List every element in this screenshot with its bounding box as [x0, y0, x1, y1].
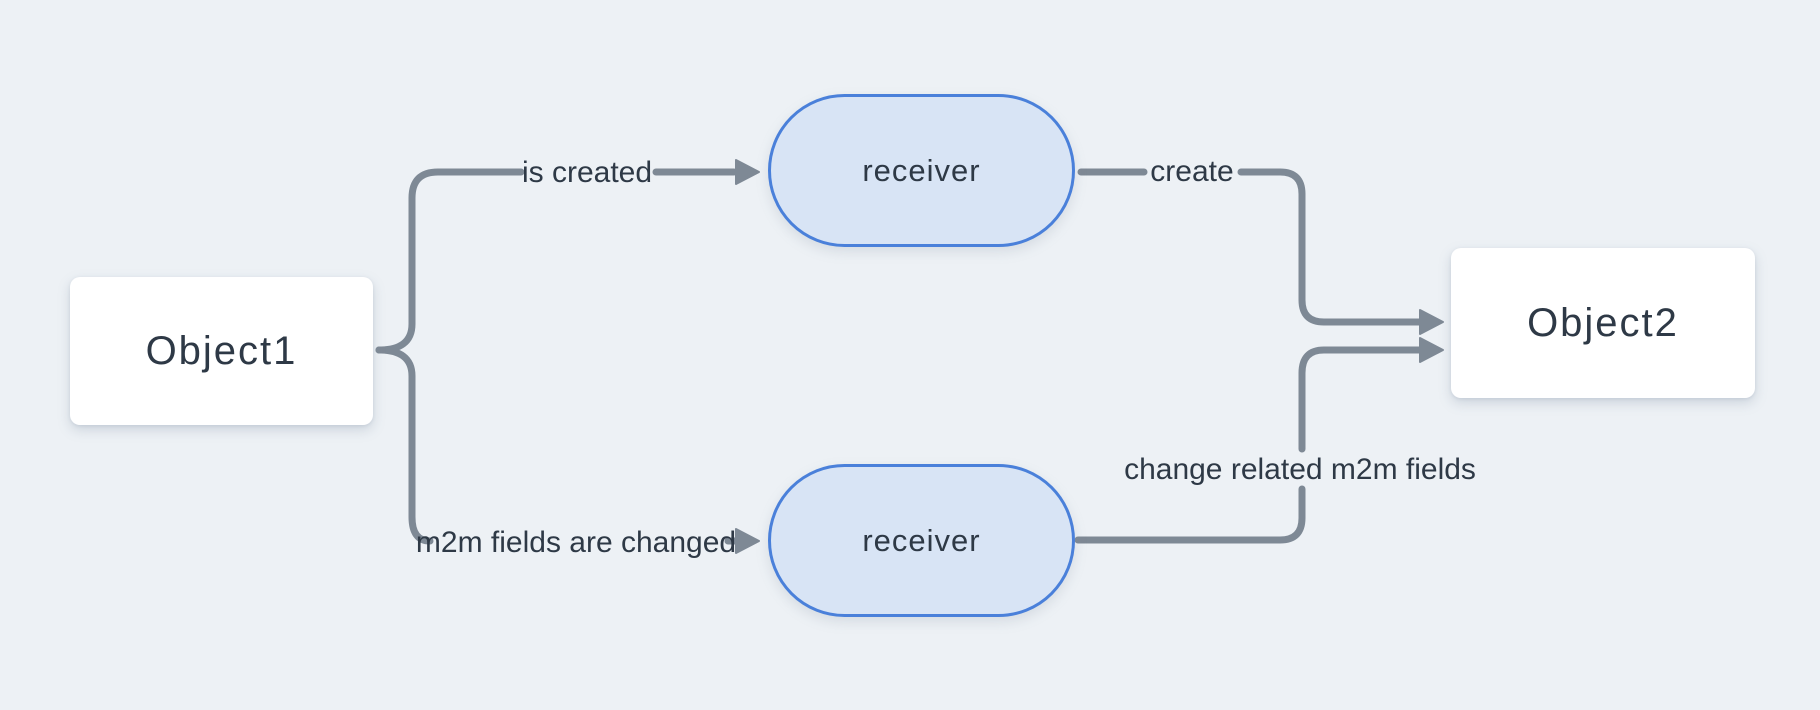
arrowhead-bottom-into-object2	[1419, 337, 1444, 363]
node-object1-label: Object1	[145, 328, 298, 373]
node-object2-label: Object2	[1527, 300, 1679, 345]
arrowhead-into-receiver-bottom	[735, 528, 760, 554]
edge-label-is-created: is created	[521, 156, 653, 189]
node-receiver-top-label: receiver	[862, 152, 981, 188]
node-object2: Object2	[1451, 248, 1755, 398]
edge-object1-to-receiver-top-trunk	[375, 168, 525, 354]
node-receiver-top: receiver	[768, 94, 1075, 247]
node-object1: Object1	[70, 277, 373, 425]
edge-label-create: create	[1150, 155, 1234, 188]
arrowhead-into-receiver-top	[735, 159, 760, 185]
edge-receiver-top-to-object2-segment-b	[1237, 168, 1423, 326]
node-receiver-bottom-label: receiver	[862, 522, 981, 558]
node-receiver-bottom: receiver	[768, 464, 1075, 617]
edge-object1-to-receiver-bottom-trunk	[375, 346, 434, 545]
edge-label-m2m-fields-are-changed: m2m fields are changed	[415, 526, 737, 559]
edge-label-change-related-m2m-fields: change related m2m fields	[1124, 453, 1476, 486]
edge-receiver-bottom-to-object2-segment-a	[1074, 485, 1306, 544]
edge-receiver-bottom-to-object2-segment-b	[1298, 346, 1423, 453]
arrowhead-top-into-object2	[1419, 309, 1444, 335]
